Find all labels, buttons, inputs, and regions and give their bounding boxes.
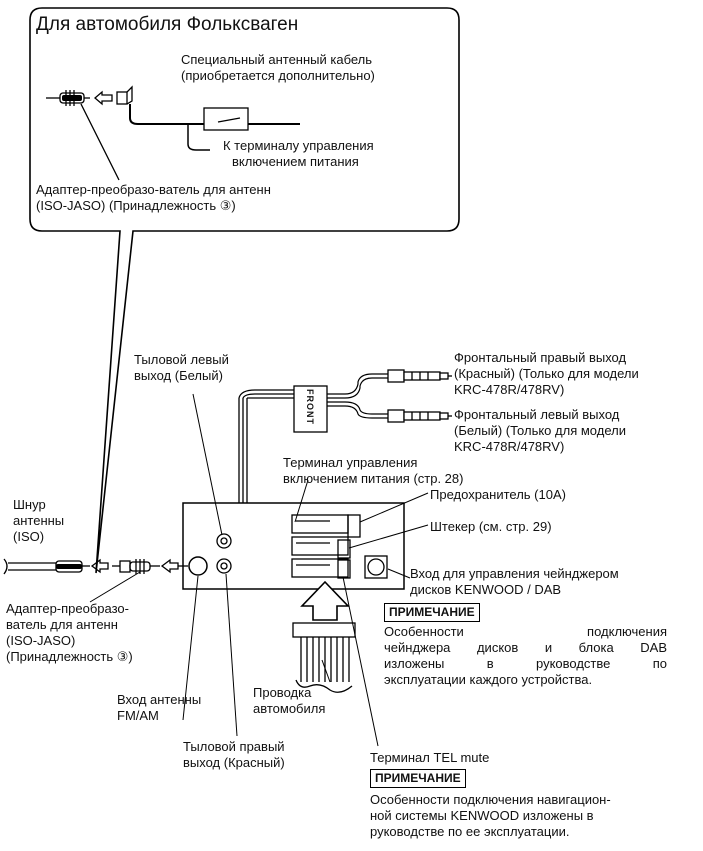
antenna-cord-label-1: Шнур [13,497,46,512]
plug-label: Штекер (см. стр. 29) [430,519,552,534]
note-1-line-4: эксплуатации каждого устройства. [384,672,593,687]
car-wiring-label-1: Проводка [253,685,312,700]
tel-mute-label: Терминал TEL mute [370,750,490,765]
front-tag [293,385,328,433]
front-left-label-2: (Белый) (Только для модели [454,423,626,438]
note-1-line-2: чейнджера дисков и блока DAB [384,640,667,655]
front-right-label-1: Фронтальный правый выход [454,350,627,365]
front-right-label-3: KRC-478R/478RV) [454,382,565,397]
rear-right-label-1: Тыловой правый [183,739,285,754]
power-terminal-label-1: Терминал управления [283,455,418,470]
cable-box [203,107,249,131]
antenna-cord-label-3: (ISO) [13,529,45,544]
rear-left-jack [216,533,232,549]
rca-cables [327,373,388,419]
antenna-input-label-2: FM/AM [117,708,159,723]
front-tag-label: FRONT [305,389,315,425]
changer-input-label-1: Вход для управления чейнджером [410,566,619,581]
rear-right-label-2: выход (Красный) [183,755,285,770]
vw-adapter-label-1: Адаптер-преобразо-ватель для антенн [36,182,271,197]
vw-terminal-label-1: К терминалу управления [223,138,374,153]
note-2-line-1: Особенности подключения навигацион- [370,792,611,807]
antenna-input-label-1: Вход антенны [117,692,202,707]
head-unit [182,502,405,590]
rear-left-label-1: Тыловой левый [134,352,229,367]
vw-terminal-label-2: включением питания [232,154,359,169]
antenna-input-jack [188,556,208,576]
fuse-holder [347,514,361,538]
front-left-label-3: KRC-478R/478RV) [454,439,565,454]
changer-input-label-2: дисков KENWOOD / DAB [410,582,562,597]
wiring-arrow [300,580,350,621]
power-terminal-label-2: включением питания (стр. 28) [283,471,464,486]
special-cable [129,104,300,125]
car-wiring-harness [292,622,356,693]
front-right-label-2: (Красный) (Только для модели [454,366,639,381]
rear-right-jack [216,558,232,574]
harness-bundle [238,389,294,512]
callout-balloon [29,7,460,574]
connector-block [291,514,349,578]
note-2-line-2: ной системы KENWOOD изложены в [370,808,594,823]
note-2-label: ПРИМЕЧАНИЕ [370,769,466,788]
adapter2-label-3: (ISO-JASO) [6,633,76,648]
adapter2-label-4: (Принадлежность ③) [6,649,133,664]
front-left-label-1: Фронтальный левый выход [454,407,620,422]
adapter2-label-2: ватель для антенн [6,617,118,632]
fuse-label: Предохранитель (10A) [430,487,566,502]
special-cable-label-2: (приобретается дополнительно) [181,68,375,83]
rca-plug-right [387,369,449,383]
rca-plug-left [387,409,449,423]
changer-input-port [364,555,388,579]
antenna-cord-label-2: антенны [13,513,65,528]
special-cable-label-1: Специальный антенный кабель [181,52,373,67]
note-1-label: ПРИМЕЧАНИЕ [384,603,480,622]
note-1-line-3: изложены в руководстве по [384,656,667,671]
iso-jaso-adapter [112,559,160,574]
vw-box-title: Для автомобиля Фольксваген [36,14,299,35]
adapter2-label-1: Адаптер-преобразо- [6,601,129,616]
rear-left-label-2: выход (Белый) [134,368,223,383]
note-2-line-3: руководстве по ее эксплуатации. [370,824,570,839]
note-1-line-1: Особенности подключения [384,624,667,639]
car-wiring-label-2: автомобиля [253,701,326,716]
vw-adapter-label-2: (ISO-JASO) (Принадлежность ③) [36,198,236,213]
